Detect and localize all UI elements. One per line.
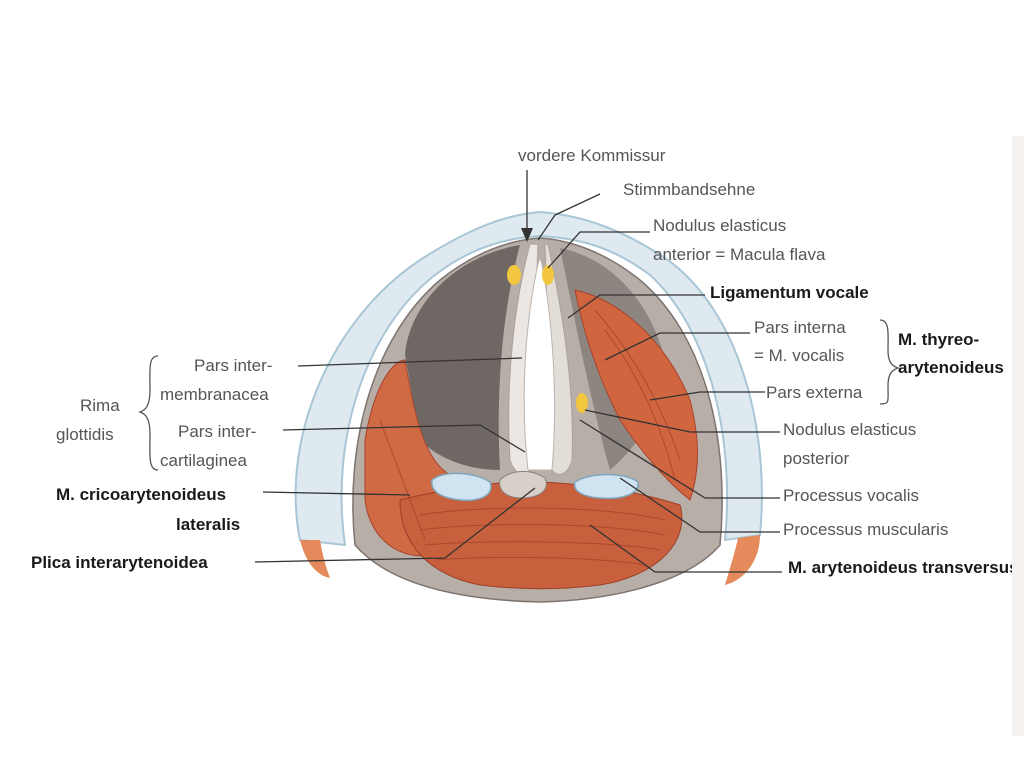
label-processus-muscularis: Processus muscularis: [783, 520, 949, 539]
thyroid-cartilage: [294, 210, 763, 547]
label-pars-interna-line1: Pars interna: [754, 318, 846, 337]
label-pars-interna-line2: = M. vocalis: [754, 346, 845, 365]
label-pars-intercartilaginea-line2: cartilaginea: [160, 451, 247, 470]
label-pars-intermembranacea-line1: Pars inter-: [194, 356, 273, 375]
label-pars-intercartilaginea-line1: Pars inter-: [178, 422, 257, 441]
label-m-cricoarytenoideus-line2: lateralis: [176, 515, 241, 534]
rima-glottidis: [523, 259, 556, 471]
arrow-head: [521, 228, 533, 242]
label-rima-line2: glottidis: [56, 425, 114, 444]
cartilage-tip-right: [725, 535, 760, 585]
label-rima-line1: Rima: [80, 396, 120, 415]
plica-interarytenoidea-shape: [499, 471, 547, 499]
macula-flava-right: [542, 265, 554, 285]
label-m-arytenoideus-transversus: M. arytenoideus transversus: [788, 558, 1019, 577]
cartilage-tip-left: [300, 540, 330, 578]
page-edge: [1012, 136, 1024, 736]
braces: [137, 319, 901, 471]
label-nodulus-anterior-line1: Nodulus elasticus: [653, 216, 787, 235]
label-m-thyreo-line1: M. thyreo-: [898, 330, 980, 349]
label-m-cricoarytenoideus-line1: M. cricoarytenoideus: [56, 485, 227, 504]
label-m-thyreo-line2: arytenoideus: [898, 358, 1004, 377]
label-nodulus-posterior-line2: posterior: [783, 449, 850, 468]
leader-lines: [254, 170, 782, 573]
label-pars-externa: Pars externa: [766, 383, 863, 402]
arytenoid-right: [573, 473, 639, 500]
label-nodulus-anterior-line2: anterior = Macula flava: [653, 245, 826, 264]
nodulus-posterior: [576, 393, 588, 413]
label-pars-intermembranacea-line2: membranacea: [160, 385, 269, 404]
label-processus-vocalis: Processus vocalis: [783, 486, 920, 505]
left-wall-shadow: [405, 245, 520, 470]
arytenoid-left: [431, 472, 492, 502]
label-vordere-kommissur: vordere Kommissur: [518, 146, 666, 165]
label-stimmbandsehne: Stimmbandsehne: [623, 180, 756, 199]
label-ligamentum-vocale: Ligamentum vocale: [710, 283, 869, 302]
label-nodulus-posterior-line1: Nodulus elasticus: [783, 420, 917, 439]
muscle-fibres: [379, 309, 681, 566]
macula-flava-left: [507, 265, 521, 285]
label-plica-interarytenoidea: Plica interarytenoidea: [31, 553, 208, 572]
